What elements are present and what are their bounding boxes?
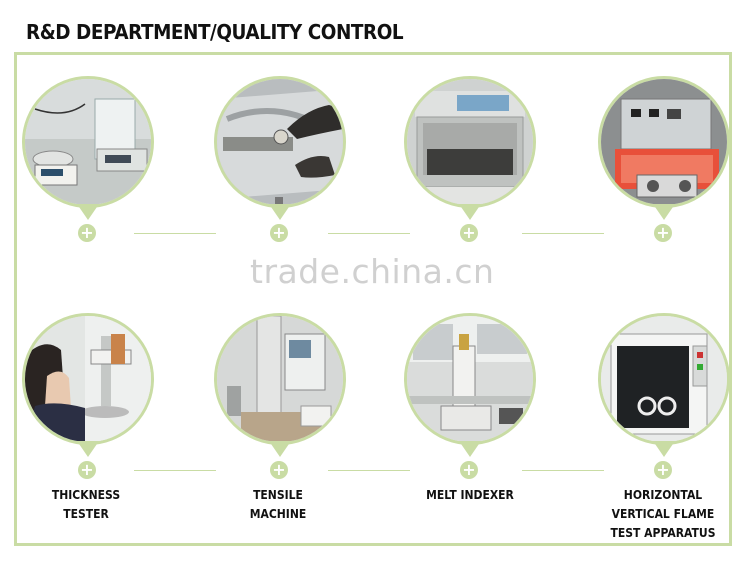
balance-scale-photo — [22, 76, 154, 208]
tensile-machine-photo — [214, 313, 346, 445]
caption-line: TESTER — [63, 507, 109, 521]
equipment-caption: HORIZONTAL VERTICAL FLAME TEST APPARATUS — [591, 486, 735, 543]
caption-line: TEST APPARATUS — [610, 526, 716, 540]
plus-icon: + — [78, 461, 96, 479]
equipment-node: + — [214, 76, 346, 246]
plus-icon: + — [654, 224, 672, 242]
caption-line: MELT INDEXER — [426, 488, 514, 502]
caption-line: HORIZONTAL — [623, 488, 703, 502]
thickness-tester-photo — [22, 313, 154, 445]
equipment-caption: THICKNESS TESTER — [14, 486, 158, 524]
plus-icon: + — [654, 461, 672, 479]
sample-press-photo — [214, 76, 346, 208]
pin-pointer — [269, 441, 291, 457]
equipment-node: + — [404, 76, 536, 246]
equipment-node: + — [598, 313, 730, 483]
connector-line — [134, 233, 216, 234]
pin-pointer — [269, 204, 291, 220]
plus-icon: + — [78, 224, 96, 242]
plus-icon: + — [270, 224, 288, 242]
pin-pointer — [653, 204, 675, 220]
flame-test-apparatus-photo — [598, 313, 730, 445]
connector-line — [522, 470, 604, 471]
equipment-node: + — [214, 313, 346, 483]
connector-line — [134, 470, 216, 471]
equipment-node: + — [22, 76, 154, 246]
connector-line — [328, 233, 410, 234]
pin-pointer — [459, 441, 481, 457]
caption-line: MACHINE — [249, 507, 307, 521]
watermark-text: trade.china.cn — [250, 252, 495, 291]
connector-line — [522, 233, 604, 234]
equipment-caption: MELT INDEXER — [398, 486, 542, 505]
caption-line: VERTICAL FLAME — [611, 507, 715, 521]
equipment-node: + — [404, 313, 536, 483]
connector-line — [328, 470, 410, 471]
test-chamber-photo — [404, 76, 536, 208]
pin-pointer — [459, 204, 481, 220]
page-title: R&D DEPARTMENT/QUALITY CONTROL — [26, 20, 404, 44]
plus-icon: + — [270, 461, 288, 479]
plus-icon: + — [460, 461, 478, 479]
caption-line: TENSILE — [253, 488, 303, 502]
pin-pointer — [653, 441, 675, 457]
caption-line: THICKNESS — [51, 488, 121, 502]
equipment-node: + — [598, 76, 730, 246]
equipment-caption: TENSILE MACHINE — [206, 486, 350, 524]
flammability-tester-photo — [598, 76, 730, 208]
content-frame — [14, 52, 732, 546]
equipment-node: + — [22, 313, 154, 483]
pin-pointer — [77, 204, 99, 220]
melt-indexer-photo — [404, 313, 536, 445]
pin-pointer — [77, 441, 99, 457]
plus-icon: + — [460, 224, 478, 242]
